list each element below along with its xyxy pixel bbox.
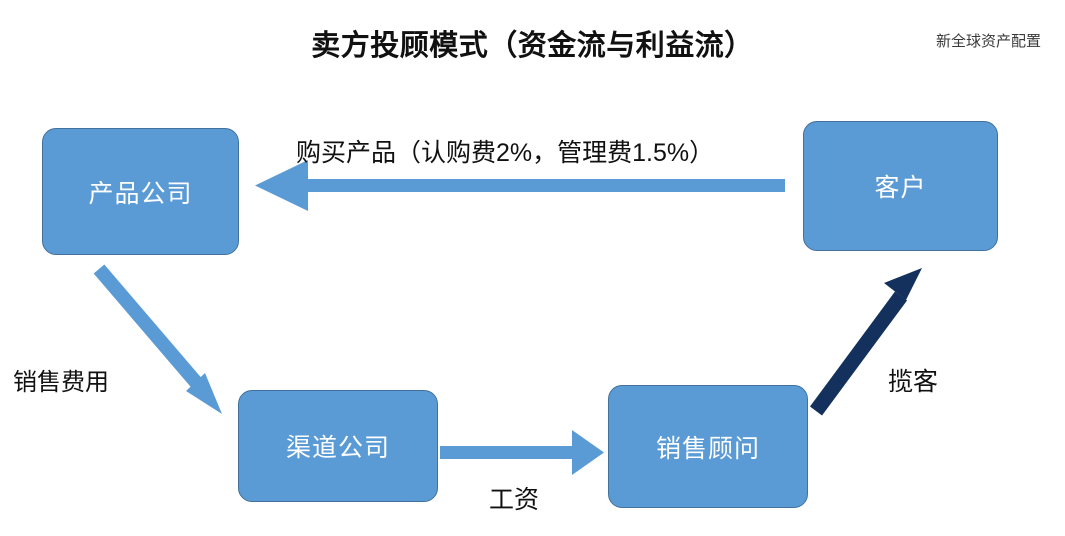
node-sales-advisor[interactable]: 销售顾问 [608, 385, 808, 508]
node-product-company[interactable]: 产品公司 [42, 128, 239, 255]
edge-label-buy-product: 购买产品（认购费2%，管理费1.5%） [296, 139, 715, 167]
arrow-product-channel [93, 264, 222, 414]
node-customer[interactable]: 客户 [803, 121, 998, 251]
node-channel-company[interactable]: 渠道公司 [238, 390, 438, 502]
edge-label-salary: 工资 [489, 486, 540, 514]
edge-label-sales-fee: 销售费用 [13, 369, 109, 396]
watermark-label: 新全球资产配置 [935, 33, 1041, 50]
edge-label-recruit: 揽客 [888, 368, 939, 396]
page-title: 卖方投顾模式（资金流与利益流） [311, 30, 754, 62]
arrow-channel-advisor [440, 430, 604, 475]
